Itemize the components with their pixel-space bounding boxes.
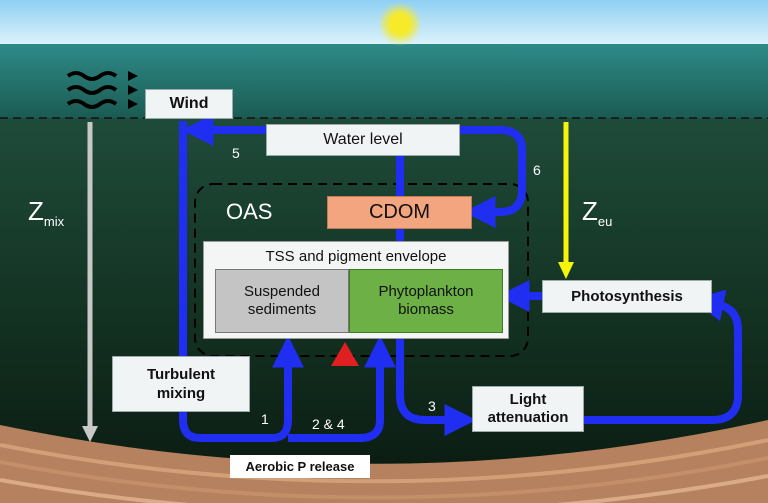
- cdom-label: CDOM: [368, 201, 431, 223]
- zmix-sub: mix: [43, 214, 65, 229]
- light-attenuation-label: Light attenuation: [487, 391, 569, 426]
- arrow-label-1: 1: [261, 411, 269, 427]
- photosynthesis-box: Photosynthesis: [542, 280, 712, 313]
- suspended-sediments-box: Suspended sediments: [215, 269, 349, 333]
- sediment-layer-1: [0, 438, 768, 484]
- zeu-arrow-head: [558, 262, 574, 279]
- surface-water: [0, 44, 768, 119]
- wind-box: Wind: [145, 89, 233, 119]
- aerobic-p-release-label: Aerobic P release: [245, 459, 355, 474]
- red-triangle-marker: [331, 342, 359, 366]
- phytoplankton-biomass-label: Phytoplankton biomass: [378, 283, 474, 318]
- sun-icon: [390, 14, 410, 34]
- arrow-label-5: 5: [232, 145, 240, 161]
- light-attenuation-box: Light attenuation: [472, 386, 584, 432]
- zeu-label: Zeu: [582, 196, 612, 229]
- arrow-label-3: 3: [428, 398, 436, 414]
- arrow-label-2-4: 2 & 4: [312, 416, 345, 432]
- envelope-box: TSS and pigment envelope Suspended sedim…: [203, 241, 509, 339]
- arrow-2-4-release-to-phytoplankton: [288, 335, 396, 442]
- zmix-arrow-head: [82, 426, 98, 442]
- water-level-label: Water level: [323, 131, 403, 148]
- zeu-main: Z: [582, 196, 598, 226]
- arrow-light-attenuation-to-photosynthesis: [582, 289, 742, 424]
- arrow-label-6: 6: [533, 162, 541, 178]
- oas-dashed-boundary: [194, 183, 529, 357]
- suspended-sediments-label: Suspended sediments: [244, 283, 320, 318]
- turbulent-mixing-box: Turbulent mixing: [112, 356, 250, 412]
- aerobic-p-release-box: Aerobic P release: [230, 455, 370, 478]
- wind-waves-icon: [66, 71, 138, 109]
- turbulent-mixing-label: Turbulent mixing: [146, 366, 216, 402]
- arrow-3-to-light-attenuation: [396, 155, 477, 436]
- wind-label: Wind: [169, 95, 209, 112]
- lake-bed: [0, 420, 768, 503]
- water-level-box: Water level: [266, 124, 460, 156]
- phytoplankton-biomass-box: Phytoplankton biomass: [349, 269, 503, 333]
- photosynthesis-label: Photosynthesis: [571, 288, 683, 305]
- zmix-label: Zmix: [28, 196, 64, 229]
- sediment-layer-3: [0, 474, 768, 503]
- zeu-sub: eu: [597, 214, 613, 229]
- arrow-1-mixing-to-sediments: [179, 121, 304, 442]
- zmix-main: Z: [28, 196, 44, 226]
- oas-label: OAS: [226, 199, 273, 224]
- cdom-box: CDOM: [327, 196, 472, 229]
- sediment-layer-2: [0, 456, 768, 500]
- arrow-6-water-level-to-cdom: [460, 126, 526, 228]
- envelope-title: TSS and pigment envelope: [265, 248, 447, 265]
